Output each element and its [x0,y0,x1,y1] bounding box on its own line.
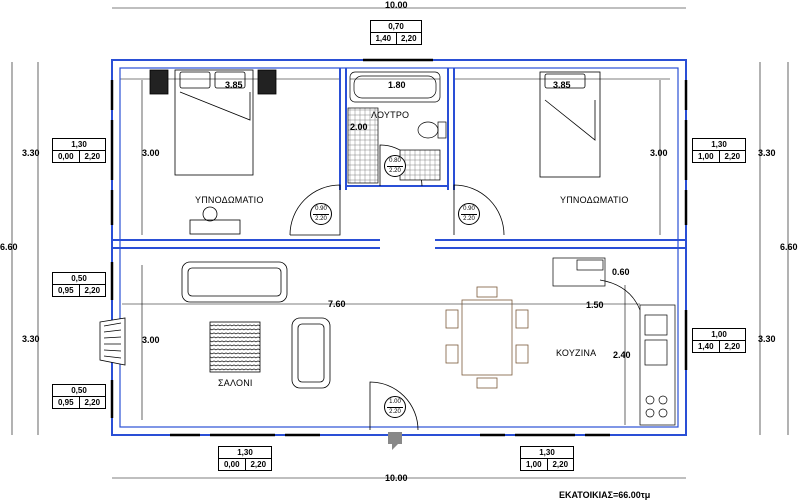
door-tag-bathroom: 0.80 2.20 [384,155,406,177]
dim-bedroom-right-width: 3.85 [553,80,571,90]
kitchen-fixtures [552,257,676,426]
dim-bathroom-depth: 2.00 [350,122,368,132]
bathroom-fixtures [347,71,447,184]
bed-left [149,69,277,235]
total-area-label: ΕΚΑΤΟΙΚΙΑΣ=66.00τμ [559,490,651,500]
dim-bedroom-left-width: 3.85 [225,80,243,90]
door-tag-entrance: 1.00 2.20 [384,396,406,418]
dim-kitchen-width: 1.50 [586,300,604,310]
dim-left-height: 6.60 [0,242,18,252]
dim-left-upper: 3.30 [22,148,40,158]
dim-kitchen-depth: 2.40 [613,350,631,360]
dim-bottom-width: 10.00 [385,473,408,483]
room-label-kitchen: ΚΟΥΖΙΝΑ [556,348,597,358]
room-label-bedroom-left: ΥΠΝΟΔΩΜΑΤΙΟ [195,195,264,205]
dim-top-width: 10.00 [385,0,408,10]
dim-bedroom-right-depth: 3.00 [650,148,668,158]
room-label-living: ΣΑΛΟΝΙ [218,378,253,388]
door-bedroom-left [289,184,341,236]
dim-right-lower: 3.30 [758,334,776,344]
room-label-bathroom: ΛΟΥΤΡΟ [371,110,410,120]
entrance-arrow [388,432,402,450]
bed-right [539,71,601,178]
door-bedroom-right [453,184,505,236]
dim-bedroom-left-depth: 3.00 [142,148,160,158]
dim-bathroom-width: 1.80 [388,80,406,90]
window-openings [110,58,688,437]
dim-living-depth: 3.00 [142,335,160,345]
door-entrance [369,381,419,431]
dining-table [445,286,529,389]
dim-kitchen-offset: 0.60 [612,267,630,277]
doors [289,144,505,431]
door-tag-bedroom-right: 0.90 2.20 [458,203,480,225]
dim-right-upper: 3.30 [758,148,776,158]
room-label-bedroom-right: ΥΠΝΟΔΩΜΑΤΙΟ [560,195,629,205]
door-tag-bedroom-left: 0.90 2.20 [310,203,332,225]
living-furniture [99,261,331,389]
dim-living-width: 7.60 [328,299,346,309]
dim-right-height: 6.60 [780,242,798,252]
dim-left-lower: 3.30 [22,334,40,344]
